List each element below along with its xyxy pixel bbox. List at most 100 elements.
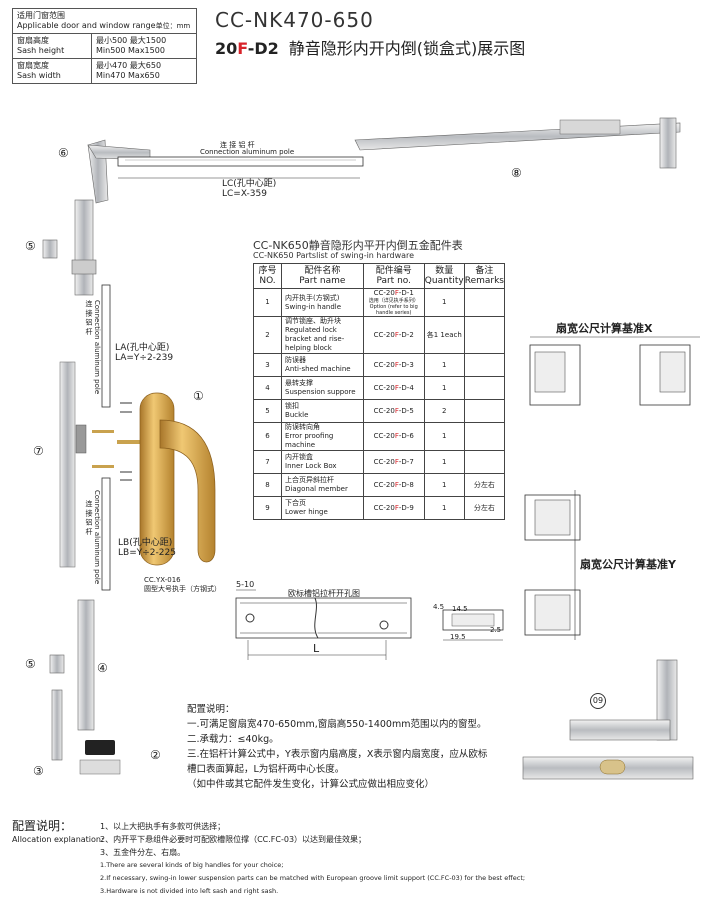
- lb-label: LB(孔中心距): [118, 538, 173, 548]
- part-remark-cell: [463, 376, 506, 400]
- allocation-title-cn: 配置说明：: [12, 819, 73, 833]
- config-line-2: 二.承载力：≤40kg。: [187, 734, 279, 745]
- dim-l: L: [313, 642, 320, 655]
- marker-3: ③: [33, 764, 44, 778]
- part-name-cell: 内开执手(方钢式)Swing-in handle: [281, 288, 364, 317]
- allocation-item: 3.Hardware is not divided into left sash…: [100, 887, 279, 895]
- screws: [120, 402, 132, 481]
- slot-title: 欧标槽铝拉杆开孔图: [288, 589, 360, 598]
- lock-box: [59, 361, 76, 568]
- parts-title-en: CC-NK650 Partslist of swing-in hardware: [253, 251, 415, 260]
- part-number-cell: CC-20F-D-3: [362, 353, 425, 377]
- spindles: [92, 430, 145, 468]
- sash-height-value-en: Min500 Max1500: [96, 46, 165, 55]
- sash-height-label-en: Sash height: [17, 46, 65, 55]
- subtitle-dash: -: [247, 39, 255, 58]
- marker-7: ⑦: [33, 444, 44, 458]
- range-header-en: Applicable door and window range: [17, 21, 156, 30]
- lc-formula: LC=X-359: [222, 189, 267, 199]
- config-line-1: 一.可满足窗扇宽470-650mm,窗扇高550-1400mm范围以内的窗型。: [187, 719, 487, 730]
- lower-pole: [77, 599, 95, 731]
- subtitle-red: F: [237, 39, 248, 58]
- profile-section: [442, 609, 504, 641]
- vert-pole-label-cn-2: 连 接 铝 杆: [85, 500, 93, 535]
- sash-width-label-en: Sash width: [17, 71, 61, 80]
- part-qty-cell: 各1 1each: [423, 316, 465, 354]
- corner-drive-part: [71, 139, 151, 296]
- sash-height-value-cn: 最小500 最大1500: [96, 36, 167, 45]
- part-no-cell: 6: [252, 422, 283, 451]
- marker-4: ④: [97, 661, 108, 675]
- parts-title-cn: CC-NK650静音隐形内平开内倒五金配件表: [253, 239, 463, 252]
- part-remark-cell: [463, 316, 506, 354]
- part-remark-cell: 分左右: [463, 473, 506, 497]
- la-label: LA(孔中心距): [115, 343, 170, 353]
- marker-6: ⑥: [58, 146, 69, 160]
- stay-arm: [354, 117, 681, 169]
- part-qty-cell: 1: [423, 353, 465, 377]
- sash-width-value-en: Min470 Max650: [96, 71, 160, 80]
- part-remark-cell: [463, 399, 506, 423]
- marker-1: ①: [193, 389, 204, 403]
- subtitle-cn: 静音隐形内开内倒(锁盒式)展示图: [288, 39, 526, 58]
- part-no-cell: 1: [252, 288, 283, 317]
- handle-desc: 圆型大号执手（方钢式）: [144, 585, 221, 593]
- allocation-title-en: Allocation explanation:: [12, 835, 104, 844]
- vert-pole-label-en: Connection aluminum pole: [93, 300, 101, 395]
- rise-block: [85, 740, 115, 755]
- range-table: 适用门窗范围 Applicable door and window range单…: [12, 8, 197, 84]
- part-no-cell: 2: [252, 316, 283, 354]
- part-remark-cell: 分左右: [463, 496, 506, 520]
- marker-8: ⑧: [511, 166, 522, 180]
- buckle-top: [42, 239, 58, 259]
- part-no-cell: 4: [252, 376, 283, 400]
- top-pole: [117, 156, 364, 167]
- part-number-cell: CC-20F-D-7: [362, 450, 425, 474]
- sash-width-value-cn: 最小470 最大650: [96, 61, 162, 70]
- frame-section-x: [529, 336, 700, 406]
- buckle-bottom: [49, 654, 65, 674]
- range-header-cn: 适用门窗范围: [17, 11, 65, 20]
- config-line-3: 三.在铝杆计算公式中，Y表示窗内扇高度，X表示窗内扇宽度，应从欧标: [187, 749, 488, 760]
- lc-label: LC(孔中心距): [222, 179, 277, 189]
- part-remark-cell: [463, 450, 506, 474]
- part-number-cell: CC-20F-D-4: [362, 376, 425, 400]
- part-qty-cell: 1: [423, 376, 465, 400]
- vert-pole-label-cn: 连 接 铝 杆: [85, 300, 93, 335]
- vert-pole-label-en-2: Connection aluminum pole: [93, 490, 101, 585]
- sash-height-label-cn: 窗扇高度: [17, 36, 49, 45]
- subtitle-prefix: 20: [215, 39, 238, 58]
- part-remark-cell: [463, 353, 506, 377]
- handle-model: CC.YX-016: [144, 576, 181, 584]
- gold-handle: [139, 392, 216, 566]
- marker-5-top: ⑤: [25, 239, 36, 253]
- part-number-cell: CC-20F-D-8: [362, 473, 425, 497]
- slot-diagram: [235, 589, 412, 660]
- allocation-items: 1、以上大把执手有多款可供选择； 2、内开平下悬组件必要时可配欧槽限位撑（CC.…: [100, 820, 525, 898]
- config-notes: 配置说明： 一.可满足窗扇宽470-650mm,窗扇高550-1400mm范围以…: [187, 702, 487, 792]
- allocation-item: 2.If necessary, swing-in lower suspensio…: [100, 874, 526, 882]
- dim-4-5: 4.5: [433, 603, 445, 611]
- allocation-item: 2、内开平下悬组件必要时可配欧槽限位撑（CC.FC-03）以达到最佳效果；: [100, 835, 367, 844]
- frame-section-y: [524, 490, 581, 640]
- part-remark-cell: [463, 288, 506, 317]
- part-no-cell: 7: [252, 450, 283, 474]
- part-number-cell: CC-20F-D-9: [362, 496, 425, 520]
